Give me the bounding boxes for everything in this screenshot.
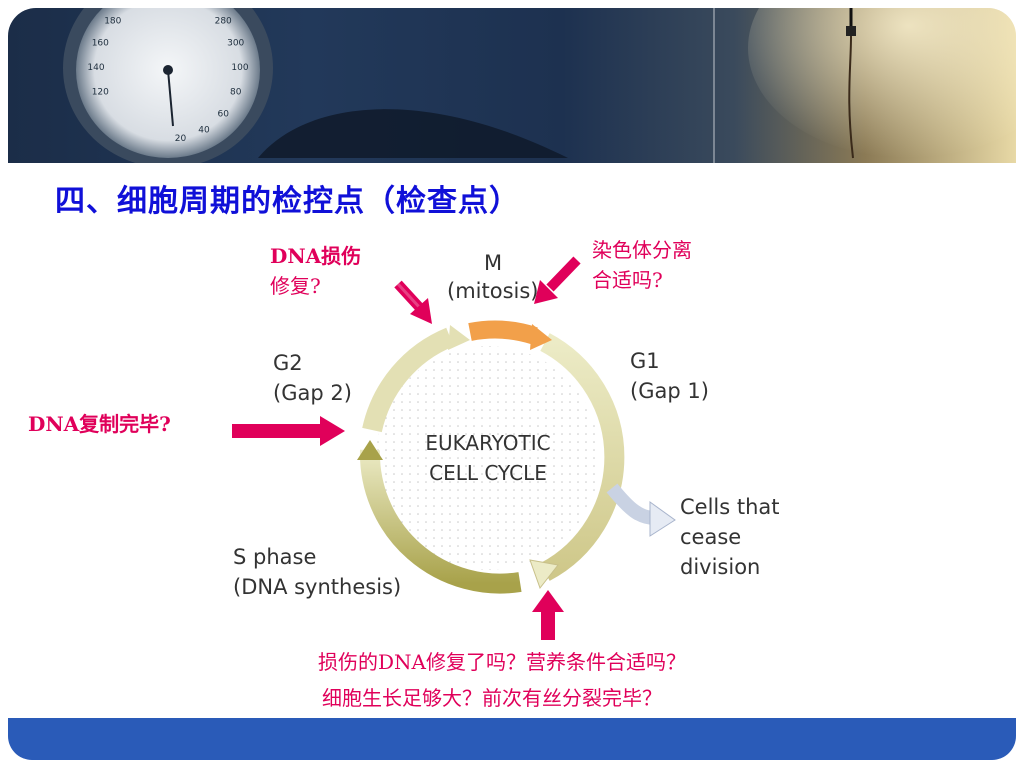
blood-pressure-gauge-image: 1201401601802002202402602803001008060402… [63, 8, 1016, 163]
metaphase-question-line2: 合适吗? [592, 268, 663, 292]
s-g2-question: DNA复制完毕? [28, 412, 171, 436]
gauge-tick-label: 280 [215, 17, 232, 27]
g2-phase-sublabel: (Gap 2) [273, 381, 352, 405]
footer-bar [8, 718, 1016, 760]
gauge-tick-label: 260 [195, 8, 212, 11]
s-phase-sublabel: (DNA synthesis) [233, 575, 402, 599]
g1-s-question-line1: 损伤的DNA修复了吗？营养条件合适吗？ [318, 650, 686, 674]
m-arc [468, 320, 538, 345]
m-phase-sublabel: (mitosis) [447, 279, 539, 303]
exit-arrow-shaft [606, 483, 656, 525]
header-banner: 1201401601802002202402602803001008060402… [8, 8, 1016, 163]
gauge-tick-label: 140 [87, 63, 104, 73]
g2-m-question-line2: 修复? [270, 274, 321, 298]
checkpoint-arrows [232, 256, 581, 640]
g2-m-question-line1: DNA损伤 [270, 244, 362, 268]
s-arrowhead [357, 440, 383, 460]
gauge-tick-label: 300 [227, 38, 244, 48]
gauge-tick-label: 20 [175, 134, 187, 144]
metaphase-checkpoint-arrow [534, 256, 581, 304]
s-arc [359, 449, 522, 594]
exit-arrowhead [649, 501, 676, 537]
metaphase-question-line1: 染色体分离 [592, 238, 692, 262]
g1-arrowhead [529, 559, 559, 590]
g1-arc [540, 333, 625, 581]
g2-m-checkpoint-arrow [394, 280, 432, 324]
gauge-tick-label: 40 [198, 125, 210, 135]
gauge-tick-label: 180 [104, 17, 121, 27]
m-phase-label: M [484, 251, 503, 275]
g1-phase-sublabel: (Gap 1) [630, 379, 709, 403]
m-arrowhead [530, 324, 552, 350]
gauge-tick-label: 160 [92, 38, 109, 48]
g1-s-checkpoint-arrow [532, 590, 564, 640]
gauge-tick-label: 200 [123, 8, 140, 11]
s-g2-checkpoint-arrow [232, 416, 345, 446]
g2-arc [362, 327, 454, 433]
g2-phase-label: G2 [273, 351, 303, 375]
gauge-tick-label: 120 [92, 88, 109, 98]
gauge-tick-label: 100 [231, 63, 248, 73]
center-label-line2: CELL CYCLE [429, 461, 547, 485]
g2-arrowhead [448, 325, 470, 350]
exit-label-line1: Cells that [680, 495, 780, 519]
cycle-ring [357, 320, 625, 594]
s-phase-label: S phase [233, 545, 317, 569]
slide-title: 四、细胞周期的检控点（检查点） [55, 184, 520, 219]
exit-label-line3: division [680, 555, 761, 579]
exit-label-line2: cease [680, 525, 742, 549]
gauge-tick-label: 80 [230, 88, 242, 98]
g1-s-question-line2: 细胞生长足够大？前次有丝分裂完毕？ [322, 686, 662, 710]
gauge-tick-label: 60 [217, 109, 229, 119]
cycle-center-disc [376, 346, 600, 570]
center-label-line1: EUKARYOTIC [425, 431, 551, 455]
g1-phase-label: G1 [630, 349, 660, 373]
